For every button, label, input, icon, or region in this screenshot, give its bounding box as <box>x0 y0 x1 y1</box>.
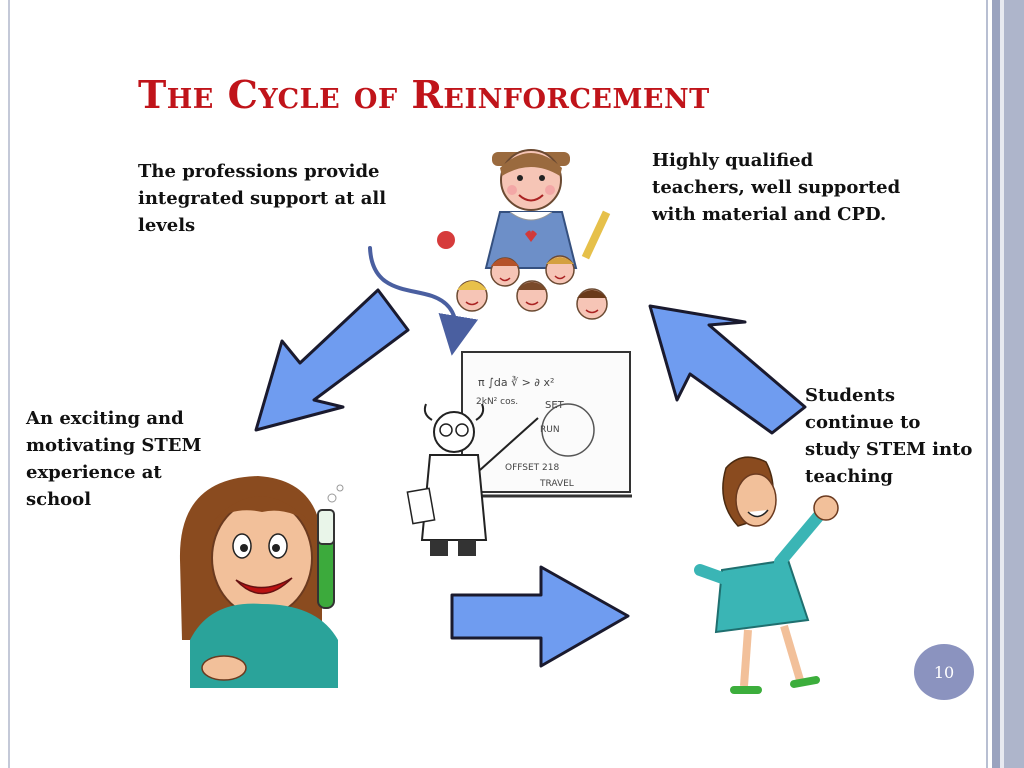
caption-teachers: Highly qualified teachers, well supporte… <box>652 150 901 225</box>
teacher-with-children-illustration <box>437 149 611 320</box>
scientist-at-blackboard-illustration: π ∫da ∛ > ∂ x² 2kN² cos. SET RUN OFFSET … <box>406 351 632 556</box>
svg-text:SET: SET <box>545 400 565 411</box>
arrow-up-left <box>648 304 807 435</box>
svg-text:2kN² cos.: 2kN² cos. <box>476 397 518 407</box>
svg-text:OFFSET 218: OFFSET 218 <box>505 463 559 473</box>
slide-title: The Cycle of Reinforcement <box>138 72 710 117</box>
page-number-badge: 10 <box>914 644 974 700</box>
arrow-down-left <box>254 288 410 432</box>
svg-text:π ∫da ∛ > ∂ x²: π ∫da ∛ > ∂ x² <box>478 375 554 389</box>
excited-teacher-illustration <box>694 456 839 694</box>
curved-pointer-arrow <box>368 246 479 356</box>
girl-with-test-tube-illustration <box>179 476 344 688</box>
arrow-right <box>450 565 630 668</box>
svg-text:RUN: RUN <box>540 425 560 435</box>
caption-professions: The professions provide integrated suppo… <box>138 161 387 236</box>
svg-text:TRAVEL: TRAVEL <box>539 479 574 489</box>
slide-frame-left <box>8 0 10 768</box>
caption-students: Students continue to study STEM into tea… <box>805 385 973 487</box>
slide-frame-right <box>984 0 1024 768</box>
caption-stem-experience: An exciting and motivating STEM experien… <box>26 408 202 510</box>
